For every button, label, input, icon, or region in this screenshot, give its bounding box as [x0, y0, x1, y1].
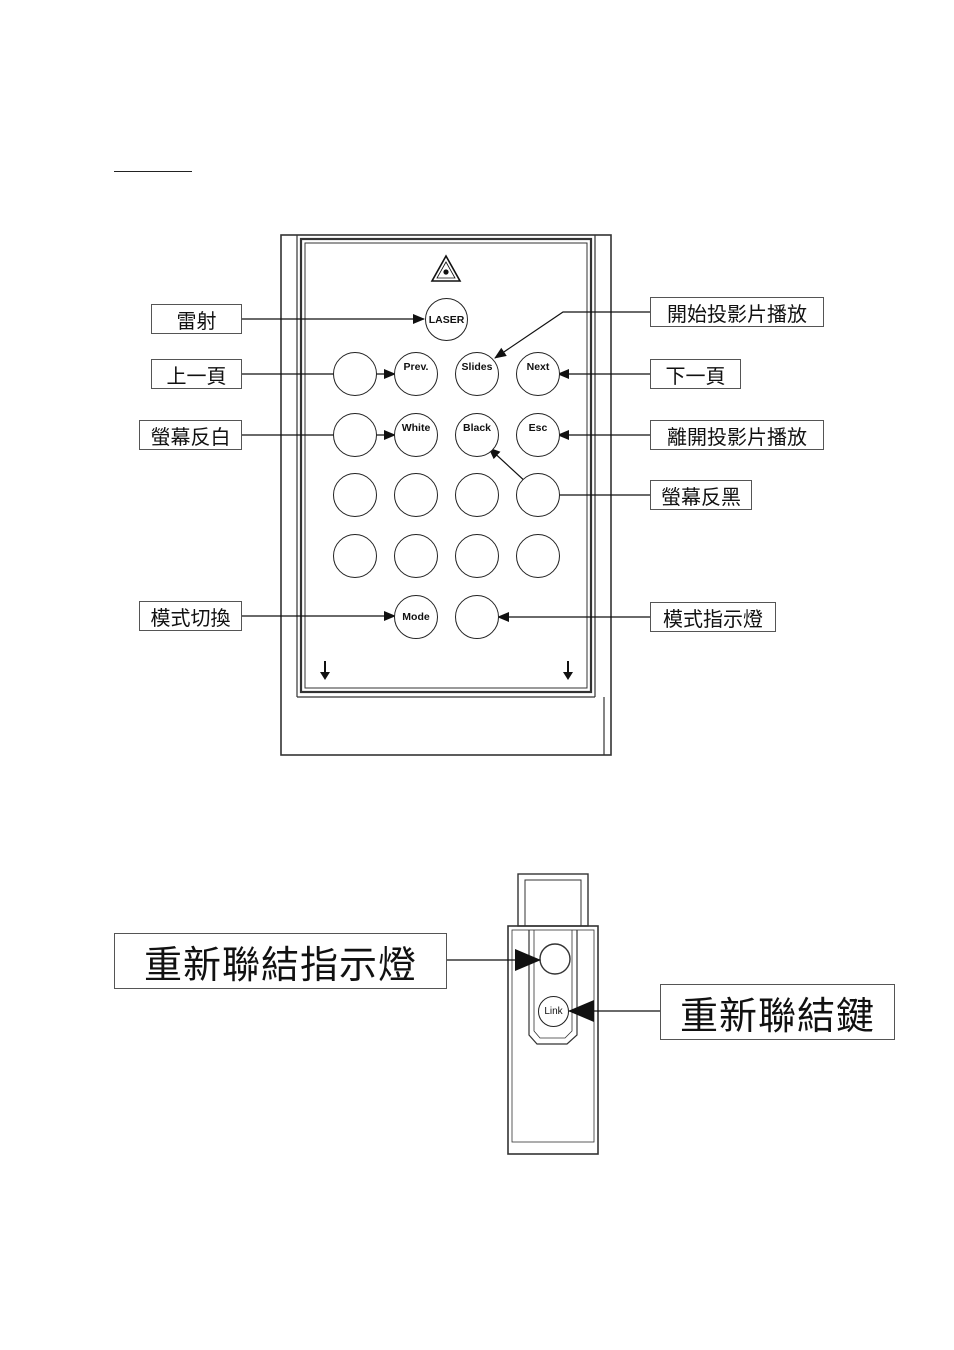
laser-button[interactable]: LASER [425, 298, 468, 341]
blank-button[interactable] [333, 534, 377, 578]
blank-button[interactable] [333, 352, 377, 396]
label-laser: 雷射 [151, 304, 242, 334]
blank-button[interactable] [394, 534, 438, 578]
label-exit-slideshow: 離開投影片播放 [650, 420, 824, 450]
down-arrow-icon [320, 661, 330, 680]
label-relink-key: 重新聯結鍵 [660, 984, 895, 1040]
laser-warning-icon [432, 256, 460, 281]
prev-button[interactable]: Prev. [394, 352, 438, 396]
white-button[interactable]: White [394, 413, 438, 457]
blank-button[interactable] [455, 473, 499, 517]
blank-button[interactable] [333, 473, 377, 517]
label-next-page: 下一頁 [650, 359, 741, 389]
label-start-slideshow: 開始投影片播放 [650, 297, 824, 327]
label-mode-indicator: 模式指示燈 [650, 602, 776, 632]
label-prev-page: 上一頁 [151, 359, 242, 389]
link-button[interactable]: Link [538, 996, 569, 1027]
mode-indicator-light [455, 595, 499, 639]
blank-button[interactable] [394, 473, 438, 517]
label-mode-switch: 模式切換 [139, 601, 242, 631]
label-white-screen: 螢幕反白 [139, 420, 242, 450]
mode-button[interactable]: Mode [394, 595, 438, 639]
label-black-screen: 螢幕反黑 [650, 480, 752, 510]
blank-button[interactable] [333, 413, 377, 457]
blank-button[interactable] [516, 534, 560, 578]
blank-button[interactable] [455, 534, 499, 578]
black-button[interactable]: Black [455, 413, 499, 457]
next-button[interactable]: Next [516, 352, 560, 396]
label-relink-indicator: 重新聯結指示燈 [114, 933, 447, 989]
remote-leader-lines [242, 312, 650, 617]
slides-button[interactable]: Slides [455, 352, 499, 396]
esc-button[interactable]: Esc [516, 413, 560, 457]
blank-button[interactable] [516, 473, 560, 517]
down-arrow-icon [563, 661, 573, 680]
